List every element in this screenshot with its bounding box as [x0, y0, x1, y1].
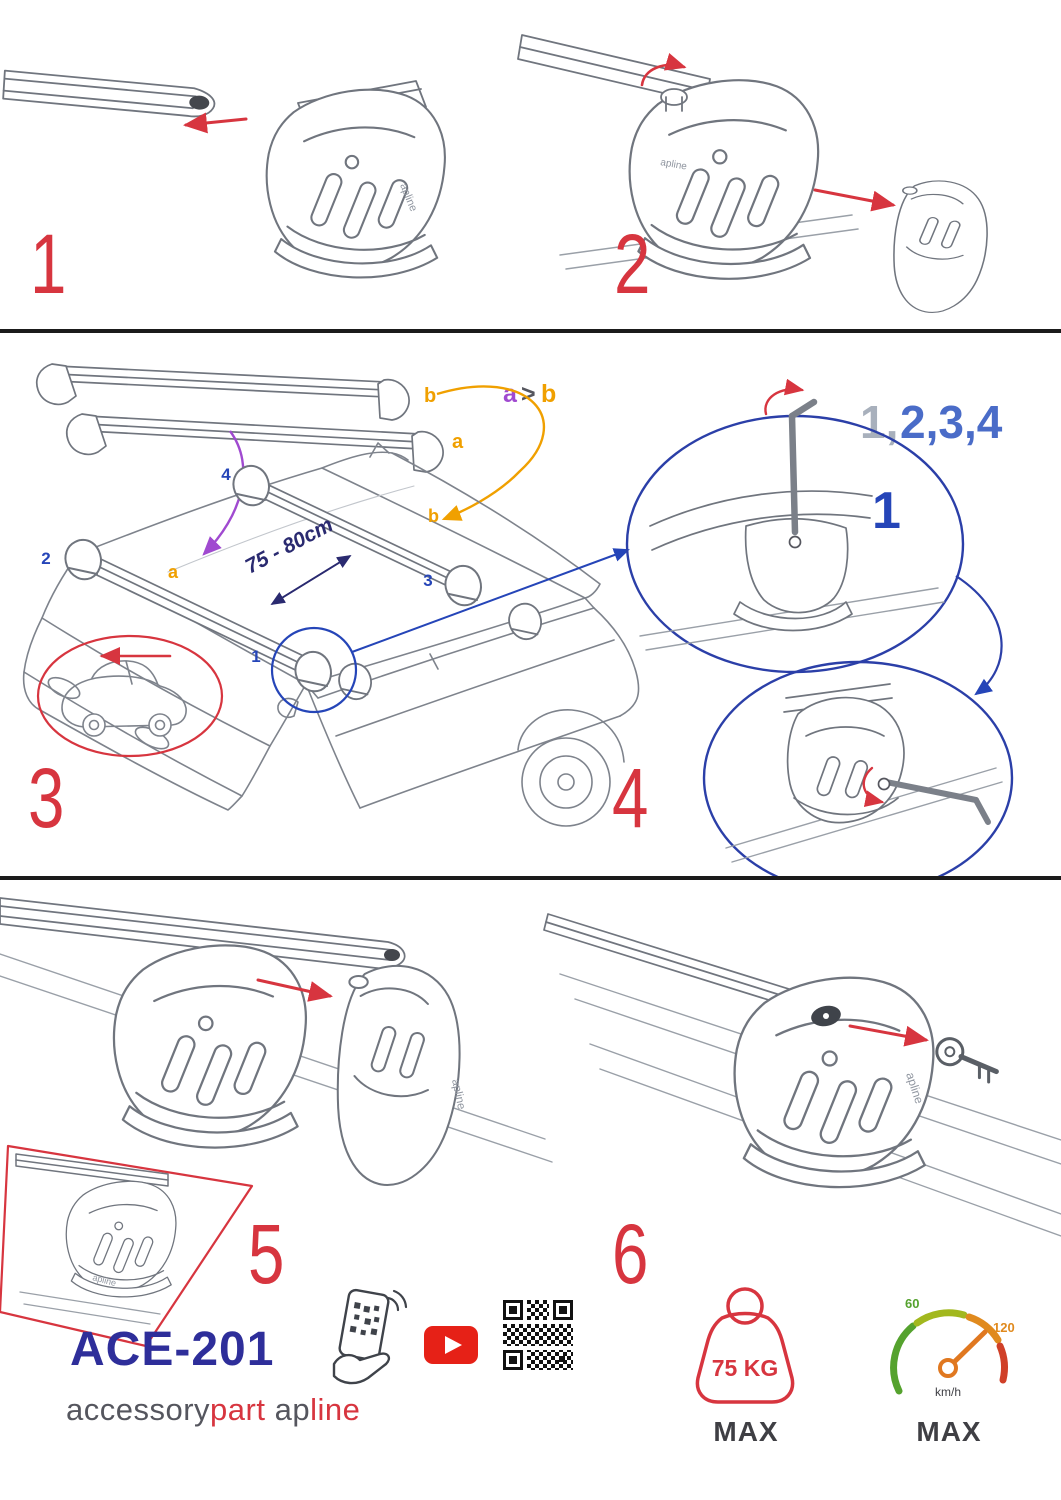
- step1-illustration: apline: [2, 69, 446, 279]
- step5-number: 5: [248, 1207, 285, 1301]
- speed-low-label: 60: [905, 1296, 919, 1311]
- step2-illustration: apline: [517, 34, 988, 314]
- detail-top-tighten: [625, 378, 965, 674]
- step6-illustration: apline: [543, 913, 1061, 1237]
- brand-part: part: [210, 1392, 266, 1427]
- marker-4: 4: [221, 465, 231, 484]
- marker-1: 1: [251, 647, 260, 666]
- speed-high-label: 120: [993, 1320, 1015, 1335]
- keyhole: [811, 1005, 841, 1027]
- focus-circle: [270, 626, 358, 714]
- marker-3: 3: [423, 571, 432, 590]
- section-divider-2: [0, 876, 1061, 880]
- bar-a-guide-arrow: [202, 430, 245, 556]
- bar-spacing-measurement: 75 - 80cm: [242, 513, 352, 605]
- compare-label: a > b: [503, 380, 556, 408]
- marker-2: 2: [41, 549, 50, 568]
- measurement-label: 75 - 80cm: [242, 513, 337, 578]
- step2-number: 2: [614, 217, 651, 311]
- attach-arrow: [256, 978, 333, 1002]
- insert-arrow: [183, 112, 248, 134]
- product-model: ACE-201: [70, 1323, 275, 1376]
- brand-ap: ap: [274, 1392, 311, 1427]
- brand-accessory: accessory: [66, 1392, 211, 1427]
- step1-2-illustrations: apline apline: [2, 34, 988, 314]
- step1-number: 1: [30, 217, 67, 311]
- qr-code: [503, 1300, 573, 1370]
- sequence-gray: 1,: [860, 396, 898, 448]
- weight-max-label: MAX: [713, 1416, 779, 1447]
- section-divider-1: [0, 329, 1061, 333]
- detail-number: 1: [872, 482, 901, 540]
- roof-crossbars: [64, 464, 542, 701]
- speed-max-label: MAX: [916, 1416, 982, 1447]
- brand-line: line: [310, 1392, 361, 1427]
- step3-4-illustrations: b a a > b: [22, 363, 1014, 876]
- step3-number: 3: [28, 751, 65, 845]
- step4-number: 4: [612, 751, 649, 845]
- bar-label-a: a: [452, 431, 464, 453]
- foot-brand-text: apline: [91, 1272, 117, 1288]
- roof-label-a: a: [168, 562, 179, 582]
- hex-key-rotate-arrow: [862, 766, 885, 807]
- step6-number: 6: [612, 1207, 649, 1301]
- key-arrow: [848, 1024, 929, 1047]
- sequence-blue: 2,3,4: [900, 396, 1003, 448]
- finished-assembly-frame: [0, 1144, 254, 1348]
- speed-limit-icon: 60 120 km/h: [890, 1296, 1015, 1399]
- car-roof-sketch: [22, 442, 640, 827]
- speed-unit-label: km/h: [935, 1385, 961, 1399]
- foot-brand-text: apline: [903, 1071, 926, 1106]
- bar-b-guide-curve: [436, 385, 546, 521]
- key-icon: [935, 1037, 999, 1084]
- hex-key-rotate-arrow: [764, 378, 805, 416]
- detail-side-tighten: [702, 660, 1014, 876]
- sequence-label: 1, 2,3,4: [860, 396, 1003, 448]
- foot-brand-text: apline: [397, 182, 419, 214]
- phone-scan-icon: [332, 1288, 408, 1385]
- youtube-icon: [424, 1326, 478, 1364]
- attach-arrow: [813, 188, 896, 212]
- bar-label-b: b: [424, 385, 436, 407]
- brand-logo-text: accessorypart apline: [66, 1392, 360, 1428]
- detail-connector: [955, 575, 1003, 696]
- compare-a: a: [503, 380, 518, 408]
- weight-limit-icon: 75 KG: [695, 1287, 795, 1404]
- weight-limit-value: 75 KG: [712, 1355, 778, 1381]
- cover-brand-text: apline: [449, 1078, 467, 1111]
- car-inset: [36, 634, 224, 758]
- detail-pointer-line: [351, 548, 630, 653]
- compare-gt: >: [521, 380, 536, 408]
- compare-b: b: [541, 380, 556, 408]
- crossbar-pair: [35, 363, 444, 473]
- roof-label-b: b: [428, 506, 439, 526]
- step5-6-illustrations: apline apline apline: [0, 897, 1061, 1348]
- rotate-arrow: [640, 53, 687, 87]
- foot-brand-text: apline: [659, 157, 688, 173]
